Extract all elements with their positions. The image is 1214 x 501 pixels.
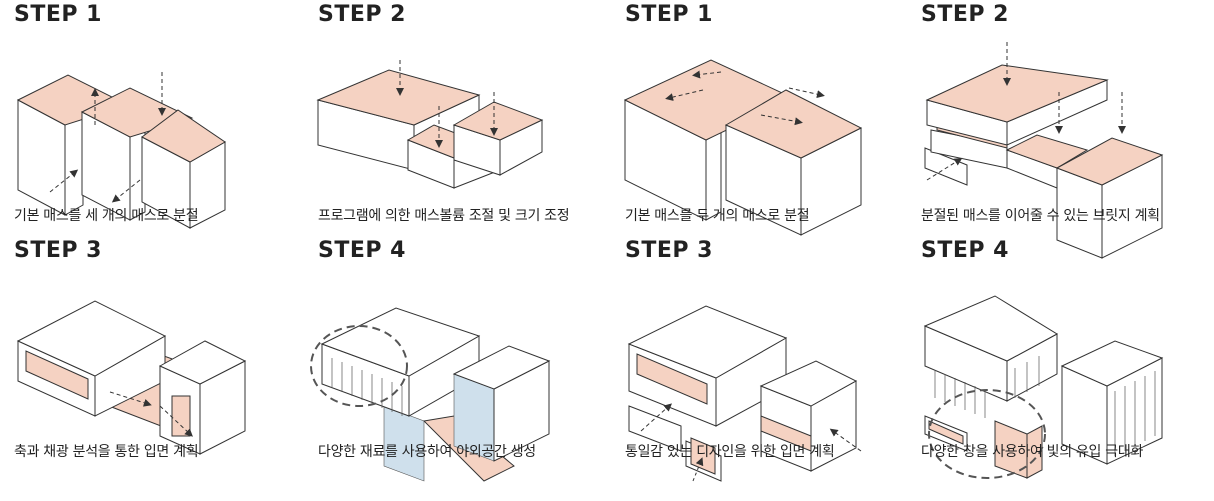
step-label: STEP 2 [921, 2, 1009, 27]
bridge-diagram [924, 42, 1164, 259]
panel-step3-facade: STEP 3 축과 채광 분석을 통한 입면 계획 [0, 236, 300, 484]
panel-step2-bridge: STEP 2 분절된 매스를 이어줄 수 있는 브릿지 계획 [907, 0, 1207, 259]
unified-facade-diagram [627, 305, 862, 482]
caption: 다양한 재료를 사용하여 야외공간 생성 [318, 444, 536, 460]
material-diagram [310, 307, 551, 482]
windows-diagram [923, 295, 1164, 479]
step-label: STEP 2 [318, 2, 406, 27]
step-label: STEP 1 [625, 2, 713, 27]
caption: 다양한 창을 사용하여 빛의 유입 극대화 [921, 444, 1144, 460]
step-label: STEP 3 [625, 238, 713, 263]
step-label: STEP 4 [921, 238, 1009, 263]
panel-step2-volume: STEP 2 프로그램에 의한 매스볼륨 조절 및 크기 조정 [304, 0, 604, 248]
volume-adjust-diagram [316, 60, 544, 189]
caption: 통일감 있는 디자인을 위한 입면 계획 [625, 444, 835, 460]
caption: 축과 채광 분석을 통한 입면 계획 [14, 444, 199, 460]
caption: 기본 매스를 세 개의 매스로 분절 [14, 208, 199, 224]
step-label: STEP 3 [14, 238, 102, 263]
panel-step1-two-mass: STEP 1 기본 매스를 두 개의 매스로 분절 [611, 0, 911, 248]
caption: 프로그램에 의한 매스볼륨 조절 및 크기 조정 [318, 208, 570, 224]
step-label: STEP 1 [14, 2, 102, 27]
panel-step4-material: STEP 4 다양한 재료를 사용하여 야외공간 생성 [304, 236, 604, 484]
step-label: STEP 4 [318, 238, 406, 263]
panel-step4-windows: STEP 4 다양한 창을 사용하여 빛의 유입 극대화 [907, 236, 1207, 484]
two-mass-diagram [623, 59, 863, 236]
facade-diagram [16, 300, 247, 455]
three-mass-diagram [16, 72, 226, 229]
caption: 기본 매스를 두 개의 매스로 분절 [625, 208, 810, 224]
caption: 분절된 매스를 이어줄 수 있는 브릿지 계획 [921, 208, 1160, 224]
panel-step1-three-mass: STEP 1 기본 매스를 세 개의 매스로 분절 [0, 0, 300, 248]
panel-step3-unified: STEP 3 통일감 있는 디자인을 위한 입면 계획 [611, 236, 911, 484]
